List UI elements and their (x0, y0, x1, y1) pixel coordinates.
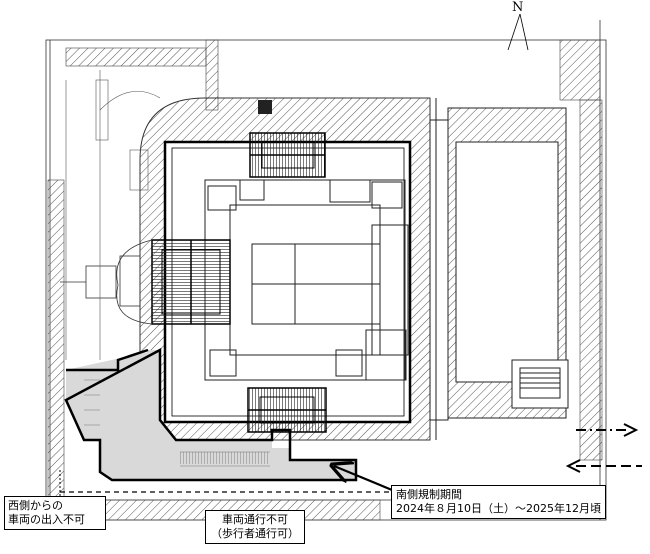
east-building (429, 98, 569, 440)
south-label-line1: 車両通行不可 (222, 513, 288, 526)
south-traffic-restriction-label: 車両通行不可 （歩行者通行可） (205, 510, 305, 544)
west-arrow (565, 459, 642, 473)
period-pointer-arrow (334, 466, 393, 492)
north-arrow-icon (507, 13, 529, 51)
west-label-line2: 車両の出入不可 (8, 512, 85, 526)
south-label-line2: （歩行者通行可） (211, 526, 299, 540)
period-title: 南側規制期間 (396, 488, 462, 501)
gate-roof-north (249, 132, 326, 178)
north-label: N (512, 0, 524, 15)
west-label-line1: 西側からの (8, 499, 63, 512)
west-road (65, 70, 161, 360)
gate-roof-south (247, 387, 327, 433)
gate-roof-west (151, 239, 231, 325)
west-entrance (60, 239, 153, 325)
west-vehicle-restriction-label: 西側からの 車両の出入不可 (4, 496, 106, 530)
east-arrow (576, 423, 639, 437)
restriction-period-label: 南側規制期間 2024年８月10日（土）～2025年12月頃 (391, 485, 606, 519)
restricted-area (64, 347, 358, 482)
small-roof-nw (258, 100, 272, 114)
period-dates: 2024年８月10日（土）～2025年12月頃 (396, 501, 601, 515)
perimeter-hatch (47, 39, 603, 521)
